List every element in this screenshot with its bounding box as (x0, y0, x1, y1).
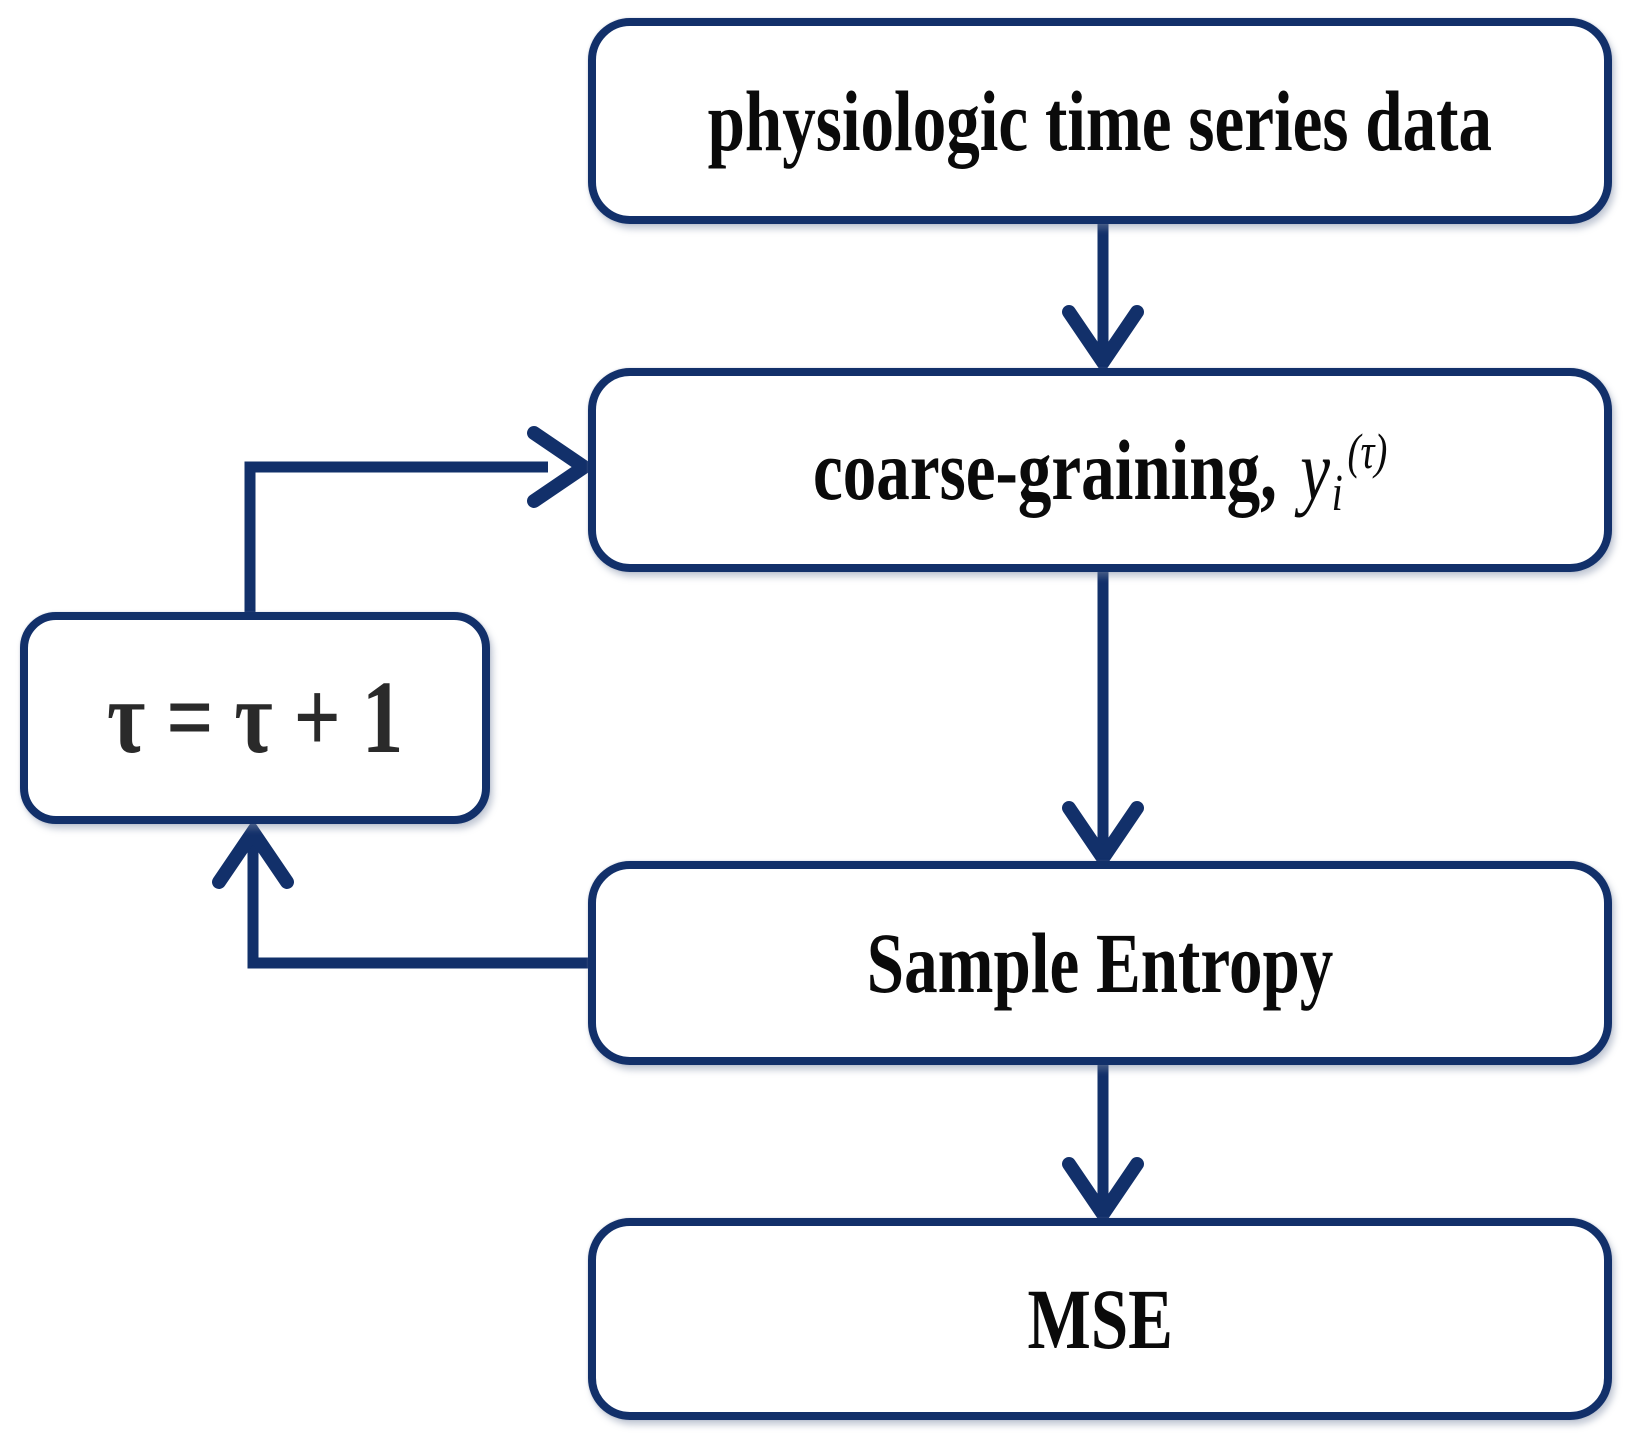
arrowhead-down-icon (1062, 801, 1144, 871)
node-mse: MSE (588, 1218, 1612, 1420)
arrow-sample-entropy-to-tau-increment (212, 819, 590, 969)
variable-y: y (1300, 422, 1330, 518)
node-label: coarse-graining,yi(τ) (813, 424, 1388, 520)
variable-superscript-tau: (τ) (1347, 424, 1388, 480)
arrowhead-down-icon (1062, 305, 1144, 375)
arrow-shaft (247, 838, 590, 969)
node-sample-entropy: Sample Entropy (588, 861, 1612, 1065)
arrow-tau-increment-to-coarse-graining (244, 426, 597, 614)
arrow-sample-entropy-to-mse (1062, 1063, 1144, 1227)
coarse-graining-text: coarse-graining, (812, 422, 1277, 518)
arrowhead-down-icon (1062, 1157, 1144, 1227)
node-label: τ = τ + 1 (106, 660, 404, 775)
arrowhead-right-icon (527, 426, 597, 508)
variable-subscript-i: i (1331, 465, 1343, 523)
node-label: physiologic time series data (707, 73, 1493, 169)
arrow-coarse-graining-to-sample-entropy (1062, 570, 1144, 871)
arrow-input-to-coarse-graining (1062, 222, 1144, 375)
node-tau-increment: τ = τ + 1 (20, 612, 490, 824)
arrowhead-up-icon (212, 819, 294, 889)
arrow-shaft (244, 461, 548, 614)
node-physiologic-time-series-data: physiologic time series data (588, 18, 1612, 224)
node-label: MSE (1027, 1271, 1173, 1367)
node-coarse-graining: coarse-graining,yi(τ) (588, 368, 1612, 572)
node-label: Sample Entropy (866, 915, 1334, 1011)
